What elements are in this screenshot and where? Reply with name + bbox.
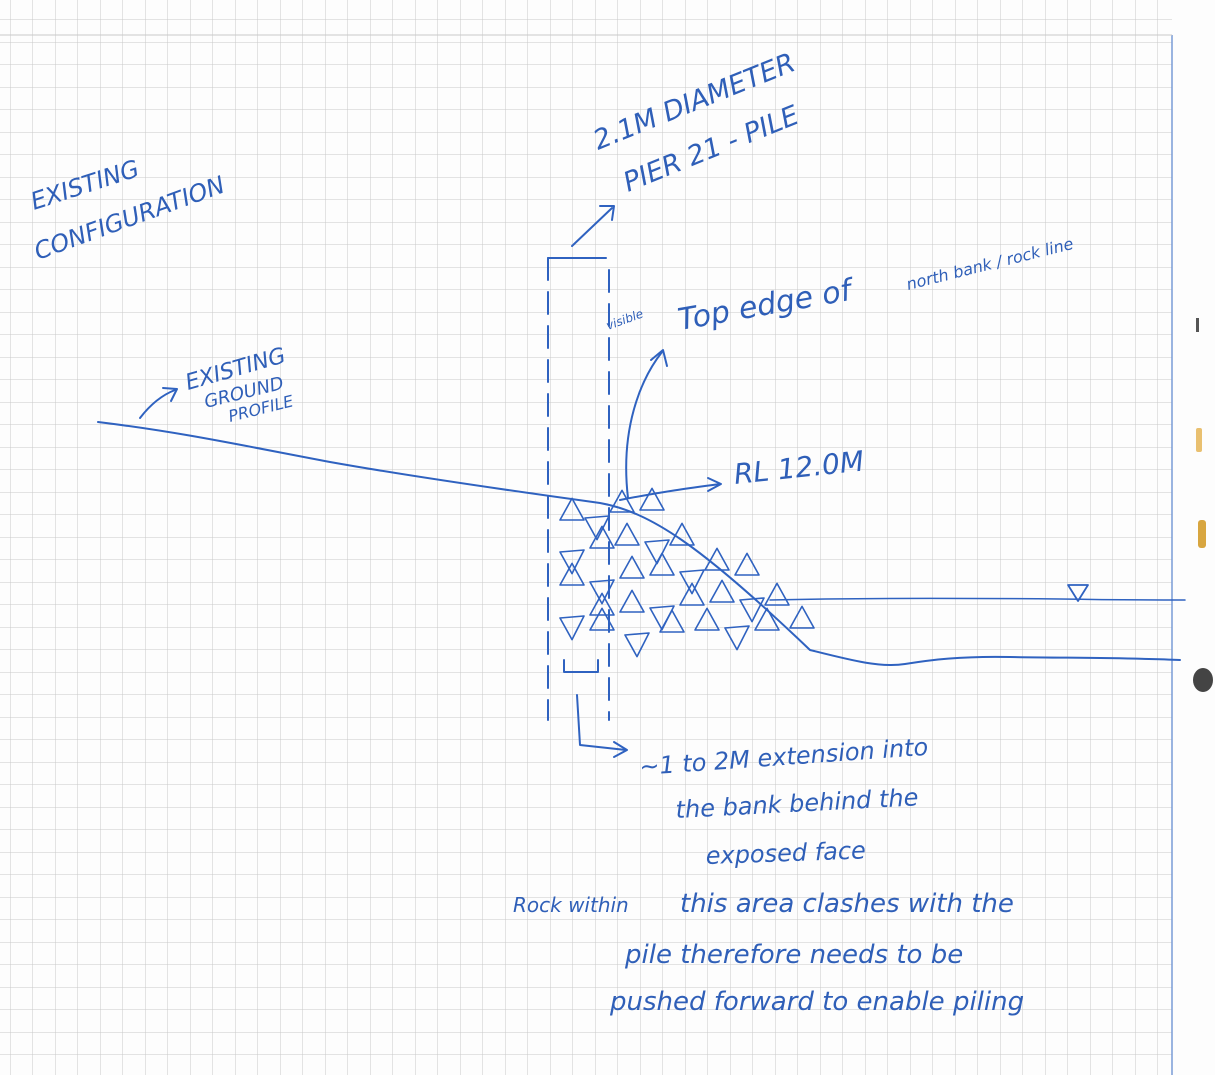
extension-label-3: exposed face bbox=[705, 836, 866, 870]
rock-triangle bbox=[559, 549, 585, 575]
ground-profile-line bbox=[97, 421, 1181, 667]
rock-triangle bbox=[589, 592, 615, 616]
rock-triangle bbox=[679, 569, 705, 595]
rock-triangle bbox=[709, 579, 735, 603]
rock-triangle bbox=[609, 489, 635, 513]
rock-note-line-2: pile therefore needs to be bbox=[624, 940, 963, 970]
rock-triangle bbox=[639, 487, 665, 511]
rock-triangle bbox=[589, 525, 615, 549]
rock-triangle bbox=[659, 609, 685, 633]
rock-note-line-1: this area clashes with the bbox=[680, 889, 1014, 919]
rock-triangle bbox=[559, 615, 585, 641]
edge-marks bbox=[1193, 318, 1213, 692]
rock-triangle bbox=[644, 539, 670, 565]
rock-triangle bbox=[649, 552, 675, 576]
rock-triangle bbox=[679, 582, 705, 606]
rock-triangle bbox=[624, 632, 650, 658]
rock-triangle bbox=[724, 625, 750, 651]
rock-triangle bbox=[694, 607, 720, 631]
rock-triangle bbox=[559, 562, 585, 586]
grid-pattern bbox=[0, 0, 1172, 1075]
rock-triangle bbox=[734, 552, 760, 576]
rock-triangle bbox=[559, 497, 585, 521]
rock-fill bbox=[559, 487, 815, 658]
rock-triangle bbox=[619, 555, 645, 579]
rock-triangle bbox=[754, 607, 780, 631]
water-level-symbol bbox=[1067, 584, 1089, 602]
rock-triangle bbox=[764, 582, 790, 606]
water-level-line bbox=[769, 597, 1186, 601]
rock-note-prefix: Rock within bbox=[513, 893, 629, 917]
rock-triangle bbox=[789, 605, 815, 629]
rock-triangle bbox=[589, 579, 615, 605]
rock-triangle bbox=[619, 589, 645, 613]
rock-triangle bbox=[614, 522, 640, 546]
rock-triangle bbox=[589, 607, 615, 631]
rock-triangle bbox=[704, 547, 730, 571]
annotation-arrows bbox=[139, 205, 722, 758]
rock-triangle bbox=[739, 597, 765, 623]
pile-outline bbox=[547, 257, 610, 721]
rock-note-line-3: pushed forward to enable piling bbox=[609, 987, 1024, 1017]
rock-triangle bbox=[669, 522, 695, 546]
